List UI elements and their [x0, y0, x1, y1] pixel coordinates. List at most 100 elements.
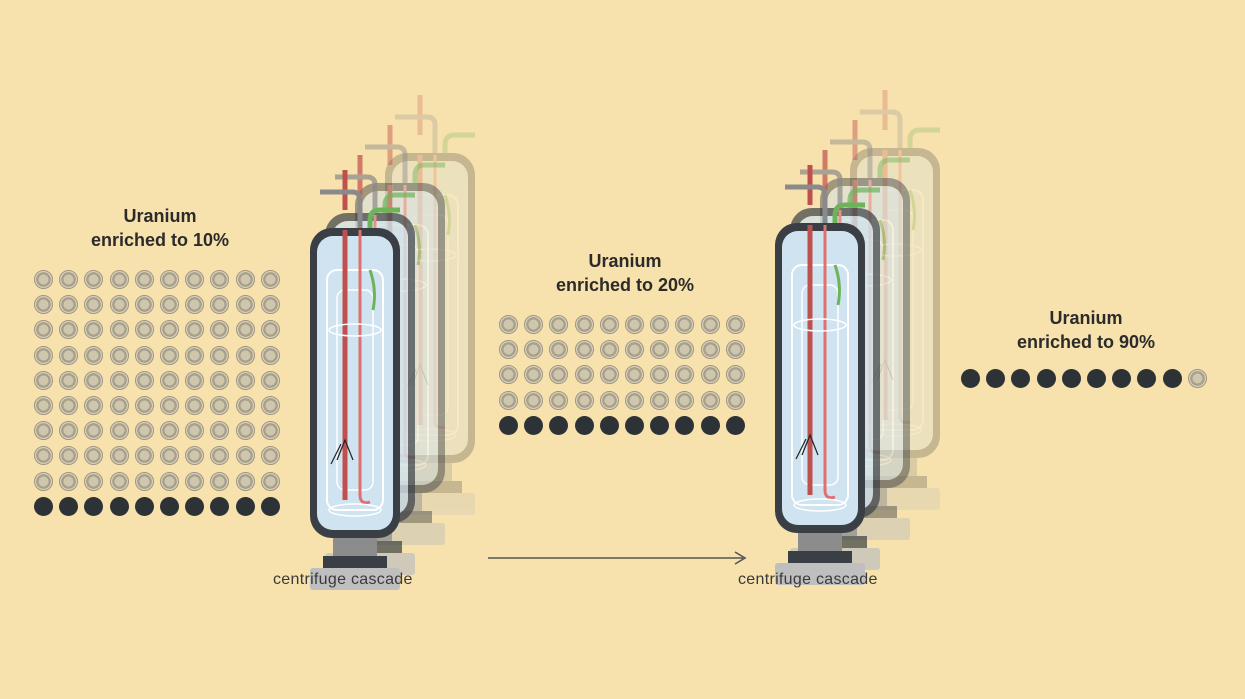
depleted-atom [59, 395, 79, 415]
enriched-atom [675, 415, 695, 435]
depleted-atom [260, 370, 280, 390]
depleted-atom [235, 395, 255, 415]
cascade-2-caption: centrifuge cascade [738, 571, 878, 588]
depleted-atom [185, 295, 205, 315]
depleted-atom [134, 295, 154, 315]
enriched-atom [700, 415, 720, 435]
depleted-atom [574, 390, 594, 410]
depleted-atom [549, 365, 569, 385]
depleted-atom [210, 446, 230, 466]
enriched-atom [1137, 369, 1157, 388]
enriched-atom [34, 496, 53, 516]
enriched-atom [1036, 369, 1056, 388]
depleted-atom [109, 345, 129, 365]
depleted-atom [84, 421, 104, 441]
depleted-atom [599, 340, 619, 360]
depleted-atom [84, 370, 104, 390]
depleted-atom [574, 340, 594, 360]
depleted-atom [624, 365, 644, 385]
depleted-atom [59, 370, 79, 390]
depleted-atom [700, 390, 720, 410]
depleted-atom [499, 365, 518, 385]
depleted-atom [235, 270, 255, 289]
depleted-atom [210, 421, 230, 441]
depleted-atom [235, 295, 255, 315]
enriched-atom [1061, 369, 1081, 388]
enriched-atom [260, 496, 280, 516]
depleted-atom [84, 446, 104, 466]
depleted-atom [185, 471, 205, 491]
depleted-atom [210, 270, 230, 289]
depleted-atom [499, 390, 518, 410]
depleted-atom [185, 345, 205, 365]
depleted-atom [599, 365, 619, 385]
depleted-atom [210, 395, 230, 415]
depleted-atom [599, 390, 619, 410]
depleted-atom [650, 390, 670, 410]
depleted-atom [524, 315, 544, 334]
depleted-atom [210, 370, 230, 390]
depleted-atom [134, 370, 154, 390]
enriched-atom [185, 496, 205, 516]
enriched-atom [134, 496, 154, 516]
depleted-atom [1187, 369, 1207, 388]
depleted-atom [235, 320, 255, 340]
depleted-atom [109, 370, 129, 390]
depleted-atom [34, 446, 53, 466]
stage-2-title-line2: enriched to 20% [555, 275, 695, 295]
depleted-atom [34, 421, 53, 441]
enriched-atom [725, 415, 745, 435]
stage-1-atom-grid [34, 270, 286, 522]
enriched-atom [549, 415, 569, 435]
depleted-atom [34, 345, 53, 365]
enriched-atom [59, 496, 79, 516]
stage-3-title-line1: Uranium [1049, 308, 1123, 328]
enriched-atom [524, 415, 544, 435]
depleted-atom [725, 315, 745, 334]
depleted-atom [34, 295, 53, 315]
depleted-atom [185, 446, 205, 466]
depleted-atom [499, 340, 518, 360]
depleted-atom [235, 446, 255, 466]
stage-1-title-line1: Uranium [123, 206, 197, 226]
depleted-atom [185, 370, 205, 390]
stage-3-title: Uranium enriched to 90% [986, 306, 1186, 354]
enriched-atom [1162, 369, 1182, 388]
depleted-atom [700, 340, 720, 360]
depleted-atom [84, 270, 104, 289]
depleted-atom [134, 395, 154, 415]
depleted-atom [109, 395, 129, 415]
depleted-atom [599, 315, 619, 334]
depleted-atom [675, 365, 695, 385]
depleted-atom [134, 270, 154, 289]
depleted-atom [235, 421, 255, 441]
depleted-atom [84, 345, 104, 365]
depleted-atom [84, 395, 104, 415]
depleted-atom [109, 471, 129, 491]
depleted-atom [210, 295, 230, 315]
depleted-atom [499, 315, 518, 334]
depleted-atom [34, 471, 53, 491]
depleted-atom [34, 395, 53, 415]
depleted-atom [84, 295, 104, 315]
depleted-atom [700, 315, 720, 334]
depleted-atom [59, 320, 79, 340]
depleted-atom [109, 421, 129, 441]
depleted-atom [675, 315, 695, 334]
depleted-atom [159, 320, 179, 340]
stage-3-title-line2: enriched to 90% [1016, 332, 1156, 352]
depleted-atom [260, 395, 280, 415]
depleted-atom [109, 320, 129, 340]
depleted-atom [260, 345, 280, 365]
depleted-atom [624, 340, 644, 360]
enriched-atom [650, 415, 670, 435]
depleted-atom [235, 370, 255, 390]
enriched-atom [109, 496, 129, 516]
centrifuge-cascade-1 [310, 95, 475, 590]
stage-1-title-line2: enriched to 10% [90, 230, 230, 250]
enriched-atom [1112, 369, 1132, 388]
depleted-atom [34, 270, 53, 289]
depleted-atom [725, 340, 745, 360]
depleted-atom [574, 365, 594, 385]
depleted-atom [185, 320, 205, 340]
